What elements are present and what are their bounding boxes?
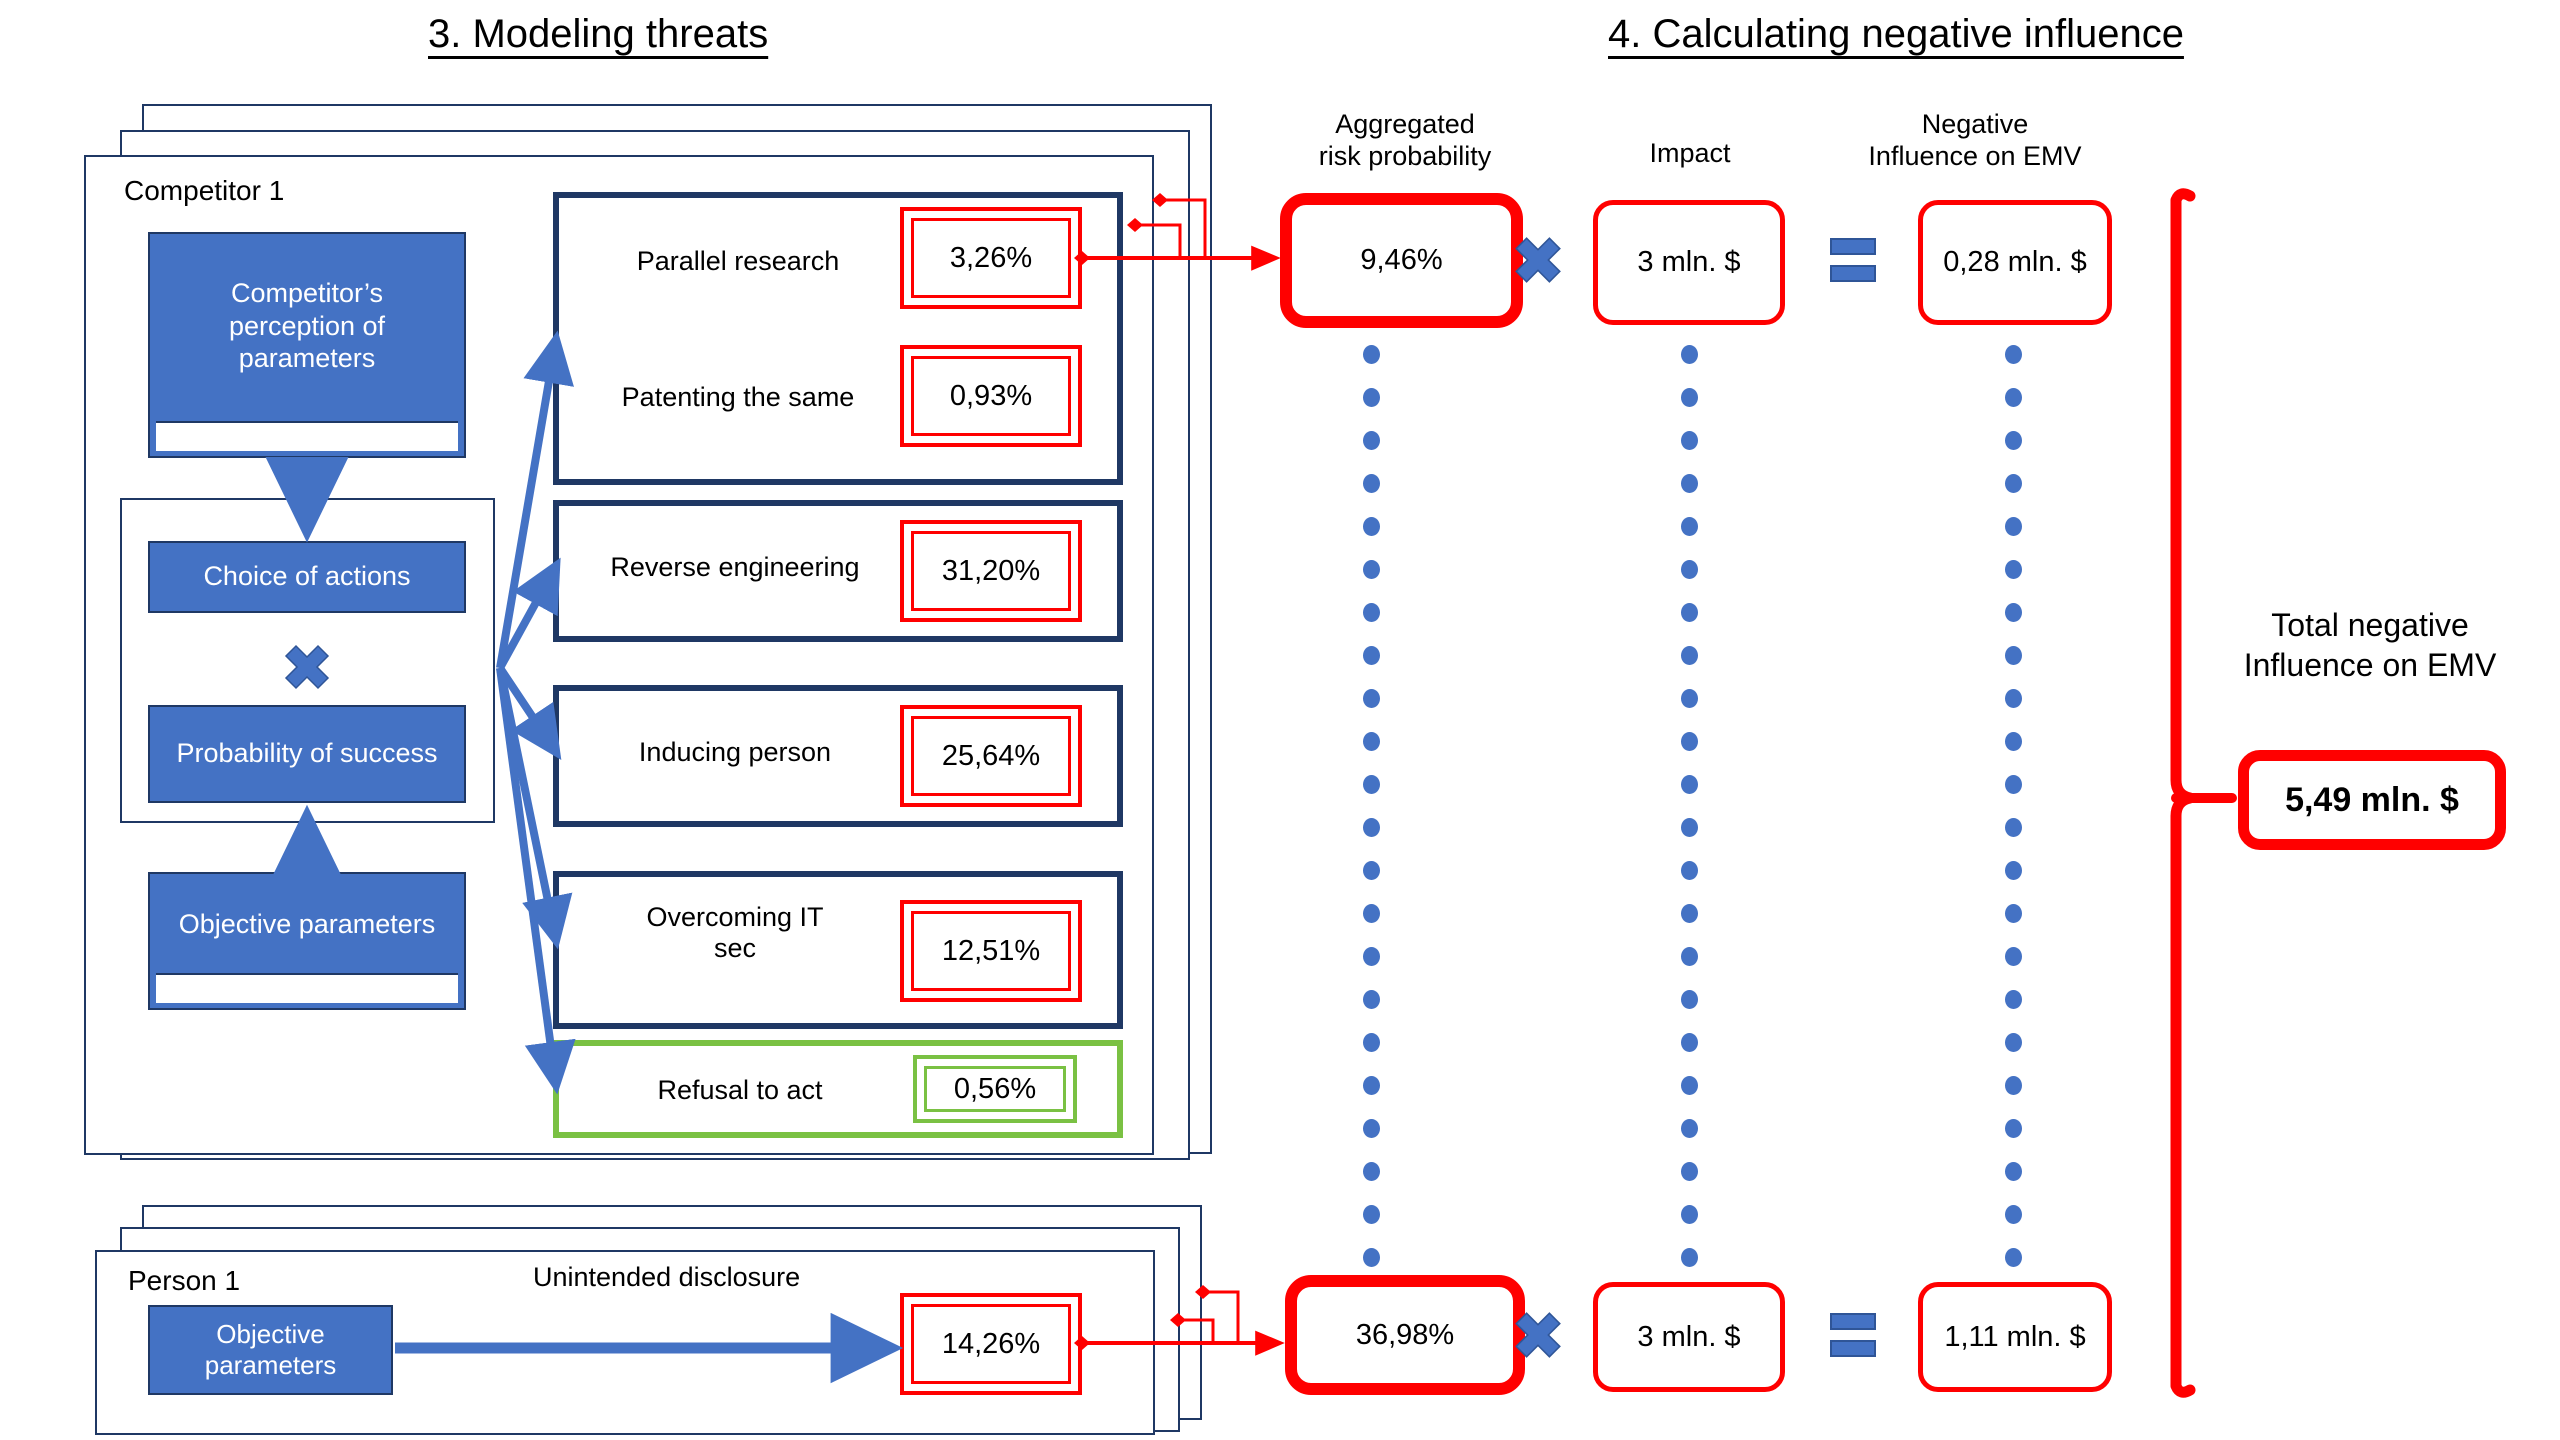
threat-value-patenting: 0,93% bbox=[911, 356, 1071, 436]
multiply-icon-row2 bbox=[1510, 1307, 1566, 1363]
multiply-icon-row1 bbox=[1510, 232, 1566, 288]
column-header-agg-line2: risk probability bbox=[1318, 141, 1492, 172]
aggregated-risk-probability-value-row1[interactable]: 9,46% bbox=[1280, 193, 1523, 328]
competitors-perception-white-strip bbox=[156, 421, 458, 451]
total-negative-influence-value[interactable]: 5,49 mln. $ bbox=[2238, 750, 2506, 850]
column-header-impact: Impact bbox=[1649, 138, 1731, 168]
negative-influence-value-row2[interactable]: 1,11 mln. $ bbox=[1918, 1282, 2112, 1392]
dot-column-negative-influence bbox=[2005, 345, 2025, 1275]
total-label-line2: Influence on EMV bbox=[2243, 647, 2497, 683]
threat-label-overcoming-it-sec-line2: sec bbox=[713, 933, 757, 964]
threat-value-parallel-research: 3,26% bbox=[911, 218, 1071, 298]
objective-parameters-label-competitor: Objective parameters bbox=[178, 908, 436, 939]
threat-value-overcoming-it-sec-box[interactable]: 12,51% bbox=[900, 900, 1082, 1002]
threat-label-inducing-person: Inducing person bbox=[638, 737, 832, 767]
total-label-line1: Total negative bbox=[2271, 607, 2469, 643]
impact-value-row1[interactable]: 3 mln. $ bbox=[1593, 200, 1785, 325]
competitors-perception-label: Competitor’s perception of parameters bbox=[228, 278, 386, 374]
section-title-modeling-threats: 3. Modeling threats bbox=[428, 12, 769, 56]
multiply-icon-competitor bbox=[280, 640, 334, 694]
threat-value-reverse-engineering: 31,20% bbox=[911, 531, 1071, 611]
probability-of-success-box[interactable]: Probability of success bbox=[148, 705, 466, 803]
column-header-agg-line1: Aggregated bbox=[1335, 109, 1475, 139]
threat-value-patenting-box[interactable]: 0,93% bbox=[900, 345, 1082, 447]
column-header-aggregated-risk-probability: Aggregated risk probability bbox=[1245, 108, 1565, 173]
person-threat-value: 14,26% bbox=[911, 1304, 1071, 1384]
threat-label-overcoming-it-sec-line1: Overcoming IT bbox=[646, 902, 824, 932]
threat-label-refusal-to-act: Refusal to act bbox=[657, 1075, 823, 1105]
threat-label-overcoming-it-sec: Overcoming IT sec bbox=[570, 902, 900, 964]
person-threat-value-box[interactable]: 14,26% bbox=[900, 1293, 1082, 1395]
threat-value-refusal-to-act: 0,56% bbox=[924, 1066, 1066, 1112]
dot-column-impact bbox=[1681, 345, 1701, 1275]
total-bracket bbox=[2170, 188, 2237, 1398]
column-header-negative-influence: Negative Influence on EMV bbox=[1805, 108, 2145, 173]
threat-value-parallel-research-box[interactable]: 3,26% bbox=[900, 207, 1082, 309]
choice-of-actions-box[interactable]: Choice of actions bbox=[148, 541, 466, 613]
threat-value-inducing-person-box[interactable]: 25,64% bbox=[900, 705, 1082, 807]
section-title-calculating-negative-influence: 4. Calculating negative influence bbox=[1608, 12, 2184, 56]
total-negative-influence-label: Total negative Influence on EMV bbox=[2180, 605, 2560, 685]
threat-value-reverse-engineering-box[interactable]: 31,20% bbox=[900, 520, 1082, 622]
objective-parameters-box-person[interactable]: Objective parameters bbox=[148, 1305, 393, 1395]
objective-parameters-label-person: Objective parameters bbox=[204, 1319, 337, 1380]
person-threat-label: Unintended disclosure bbox=[533, 1262, 801, 1292]
choice-of-actions-label: Choice of actions bbox=[203, 561, 411, 592]
threat-label-reverse-engineering: Reverse engineering bbox=[610, 552, 860, 582]
competitor-card-title: Competitor 1 bbox=[124, 175, 285, 206]
dot-column-aggregated bbox=[1363, 345, 1383, 1275]
probability-of-success-label: Probability of success bbox=[176, 738, 438, 769]
threat-value-inducing-person: 25,64% bbox=[911, 716, 1071, 796]
aggregated-risk-probability-value-row2[interactable]: 36,98% bbox=[1285, 1275, 1525, 1395]
column-header-neg-line2: Influence on EMV bbox=[1868, 141, 2082, 172]
threat-label-parallel-research: Parallel research bbox=[636, 246, 840, 276]
threat-value-refusal-to-act-box[interactable]: 0,56% bbox=[913, 1055, 1077, 1123]
negative-influence-value-row1[interactable]: 0,28 mln. $ bbox=[1918, 200, 2112, 325]
person-card-title: Person 1 bbox=[128, 1265, 241, 1296]
equals-icon-row1 bbox=[1830, 238, 1876, 284]
equals-icon-row2 bbox=[1830, 1313, 1876, 1359]
column-header-neg-line1: Negative bbox=[1921, 109, 2029, 139]
threat-value-overcoming-it-sec: 12,51% bbox=[911, 911, 1071, 991]
impact-value-row2[interactable]: 3 mln. $ bbox=[1593, 1282, 1785, 1392]
threat-label-patenting-the-same: Patenting the same bbox=[621, 382, 855, 412]
objective-parameters-white-strip-competitor bbox=[156, 973, 458, 1003]
objective-parameters-box-competitor[interactable]: Objective parameters bbox=[148, 872, 466, 1010]
competitors-perception-box[interactable]: Competitor’s perception of parameters bbox=[148, 232, 466, 458]
